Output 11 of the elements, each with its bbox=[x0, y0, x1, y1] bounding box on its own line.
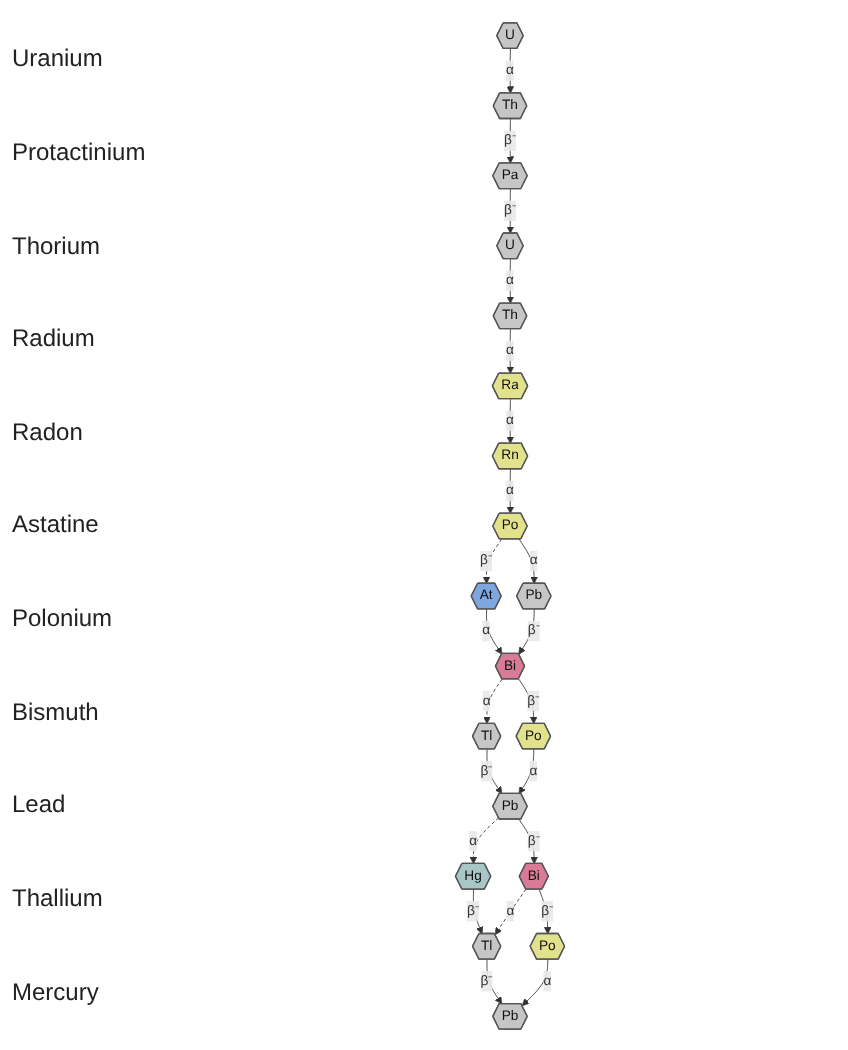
element-name-label: Mercury bbox=[12, 977, 101, 1006]
element-name-label: Protactinium bbox=[12, 137, 148, 166]
element-name-label: Bismuth bbox=[12, 697, 101, 726]
element-name-label: Radium bbox=[12, 324, 97, 353]
element-name-label: Polonium bbox=[12, 604, 115, 633]
element-name-label: Thallium bbox=[12, 883, 105, 912]
element-name-label: Thorium bbox=[12, 231, 103, 260]
element-name-label: Lead bbox=[12, 790, 68, 819]
element-name-label: Astatine bbox=[12, 510, 101, 539]
element-name-label: Radon bbox=[12, 417, 85, 446]
element-name-label: Uranium bbox=[12, 44, 105, 73]
